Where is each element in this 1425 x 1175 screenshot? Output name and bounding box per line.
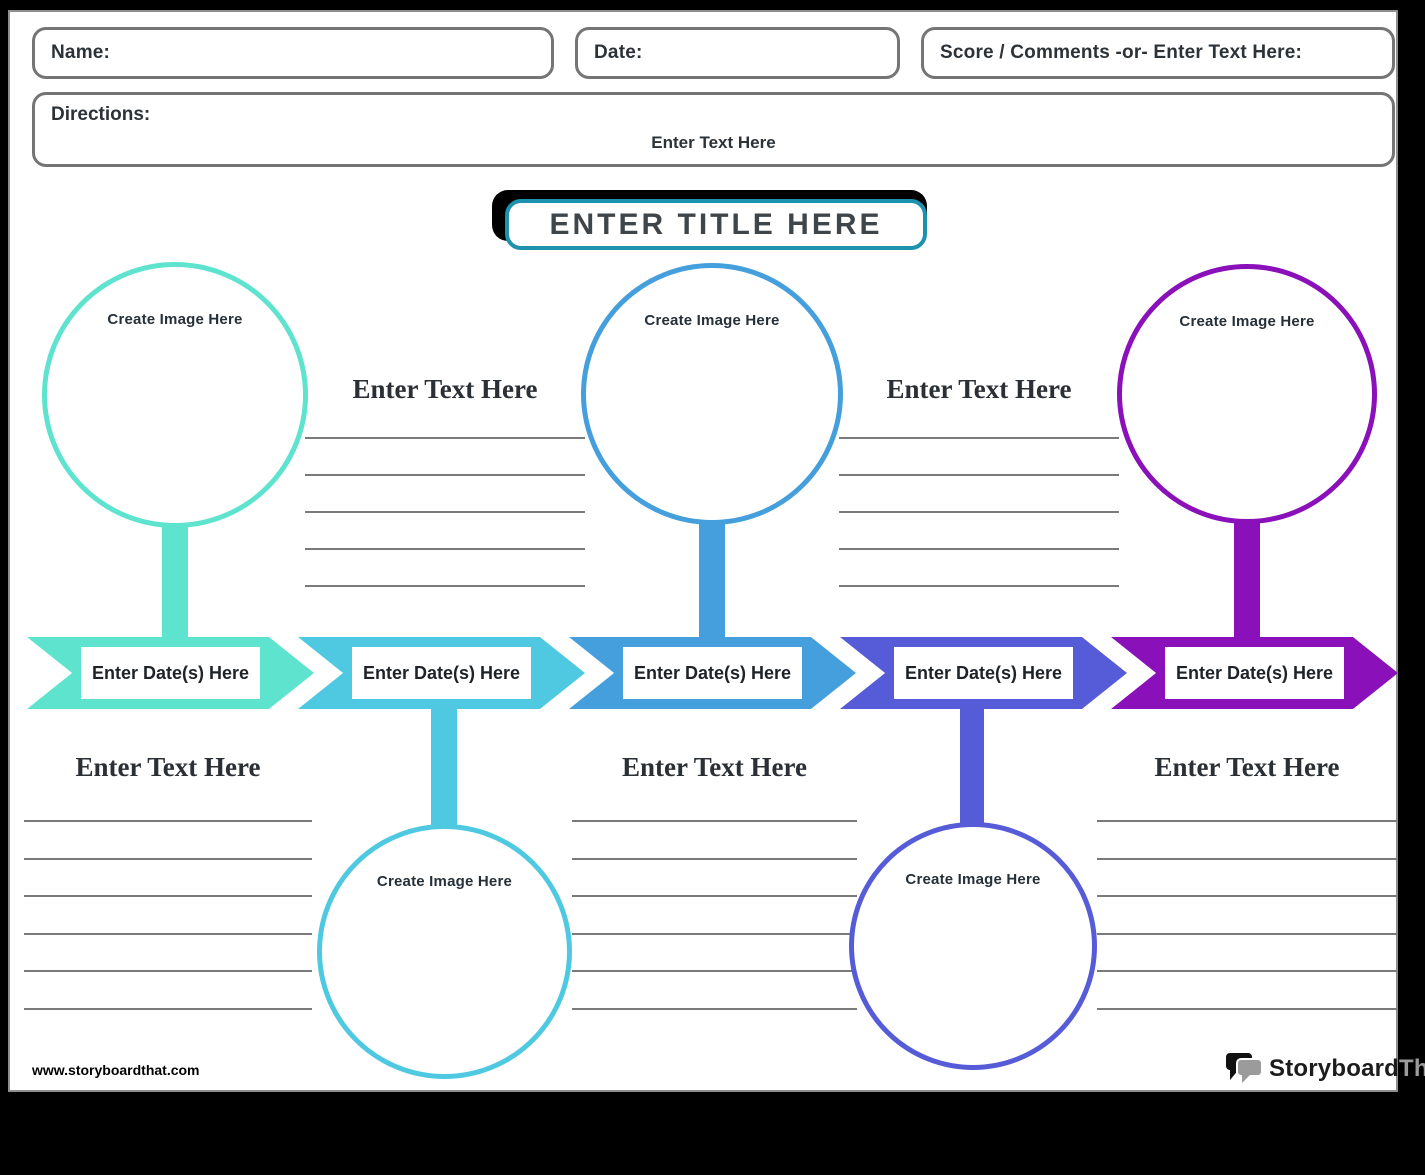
image-placeholder-label-5: Create Image Here — [1179, 313, 1315, 330]
worksheet-page: Name: Date: Score / Comments -or- Enter … — [8, 10, 1425, 1092]
logo-wordmark-primary: Storyboard — [1269, 1054, 1400, 1082]
date-placeholder-box-2[interactable]: Enter Date(s) Here — [352, 647, 531, 699]
image-circle-4[interactable]: Create Image Here — [849, 822, 1097, 1070]
score-comments-label: Score / Comments -or- Enter Text Here: — [940, 42, 1302, 63]
connector-stem-5 — [1234, 512, 1260, 644]
name-field[interactable]: Name: — [32, 27, 554, 79]
connector-stem-3 — [699, 512, 725, 644]
timeline-segment-4: Enter Date(s) Here — [840, 637, 1127, 709]
writing-lines-bottom-1 — [24, 820, 312, 1010]
image-circle-3[interactable]: Create Image Here — [581, 263, 843, 525]
date-placeholder-text-4: Enter Date(s) Here — [904, 662, 1063, 683]
directions-placeholder-text: Enter Text Here — [651, 133, 776, 152]
timeline-segment-1: Enter Date(s) Here — [27, 637, 314, 709]
name-label: Name: — [51, 42, 111, 63]
image-circle-2[interactable]: Create Image Here — [317, 824, 572, 1079]
date-placeholder-box-1[interactable]: Enter Date(s) Here — [81, 647, 260, 699]
connector-stem-1 — [162, 512, 188, 644]
logo-wordmark: StoryboardThat — [1269, 1055, 1425, 1083]
date-field[interactable]: Date: — [575, 27, 900, 79]
image-placeholder-label-1: Create Image Here — [107, 311, 243, 328]
connector-stem-2 — [431, 702, 457, 832]
speech-bubbles-icon — [1226, 1053, 1263, 1083]
writing-lines-top-2 — [839, 437, 1119, 587]
date-placeholder-box-4[interactable]: Enter Date(s) Here — [894, 647, 1073, 699]
image-circle-1[interactable]: Create Image Here — [42, 262, 308, 528]
image-placeholder-label-4: Create Image Here — [905, 871, 1041, 888]
timeline-segment-5: Enter Date(s) Here — [1111, 637, 1398, 709]
text-area-heading-top-1[interactable]: Enter Text Here — [352, 374, 538, 404]
logo-wordmark-secondary: That — [1399, 1054, 1425, 1082]
score-comments-field[interactable]: Score / Comments -or- Enter Text Here: — [921, 27, 1395, 79]
text-area-heading-bottom-1[interactable]: Enter Text Here — [75, 752, 261, 782]
website-url: www.storyboardthat.com — [32, 1062, 200, 1078]
date-label: Date: — [594, 42, 643, 63]
title-box[interactable]: ENTER TITLE HERE — [505, 199, 927, 250]
image-placeholder-label-2: Create Image Here — [376, 873, 513, 890]
date-placeholder-text-3: Enter Date(s) Here — [633, 662, 792, 683]
directions-label: Directions: — [51, 104, 151, 125]
title-text: ENTER TITLE HERE — [549, 207, 883, 241]
date-placeholder-text-2: Enter Date(s) Here — [362, 662, 521, 683]
storyboardthat-logo: StoryboardThat — [1225, 1052, 1425, 1085]
directions-field[interactable]: Directions: Enter Text Here — [32, 92, 1395, 167]
image-placeholder-label-3: Create Image Here — [644, 312, 780, 329]
date-placeholder-box-5[interactable]: Enter Date(s) Here — [1165, 647, 1344, 699]
connector-stem-4 — [960, 702, 984, 830]
writing-lines-bottom-3 — [1097, 820, 1397, 1010]
timeline-segment-3: Enter Date(s) Here — [569, 637, 856, 709]
image-circle-5[interactable]: Create Image Here — [1117, 264, 1377, 524]
text-area-heading-top-2[interactable]: Enter Text Here — [886, 374, 1072, 404]
writing-lines-top-1 — [305, 437, 585, 587]
text-area-heading-bottom-3[interactable]: Enter Text Here — [1154, 752, 1340, 782]
date-placeholder-box-3[interactable]: Enter Date(s) Here — [623, 647, 802, 699]
writing-lines-bottom-2 — [572, 820, 857, 1010]
date-placeholder-text-5: Enter Date(s) Here — [1175, 662, 1334, 683]
date-placeholder-text-1: Enter Date(s) Here — [91, 662, 250, 683]
text-area-heading-bottom-2[interactable]: Enter Text Here — [622, 752, 807, 782]
timeline-segment-2: Enter Date(s) Here — [298, 637, 585, 709]
